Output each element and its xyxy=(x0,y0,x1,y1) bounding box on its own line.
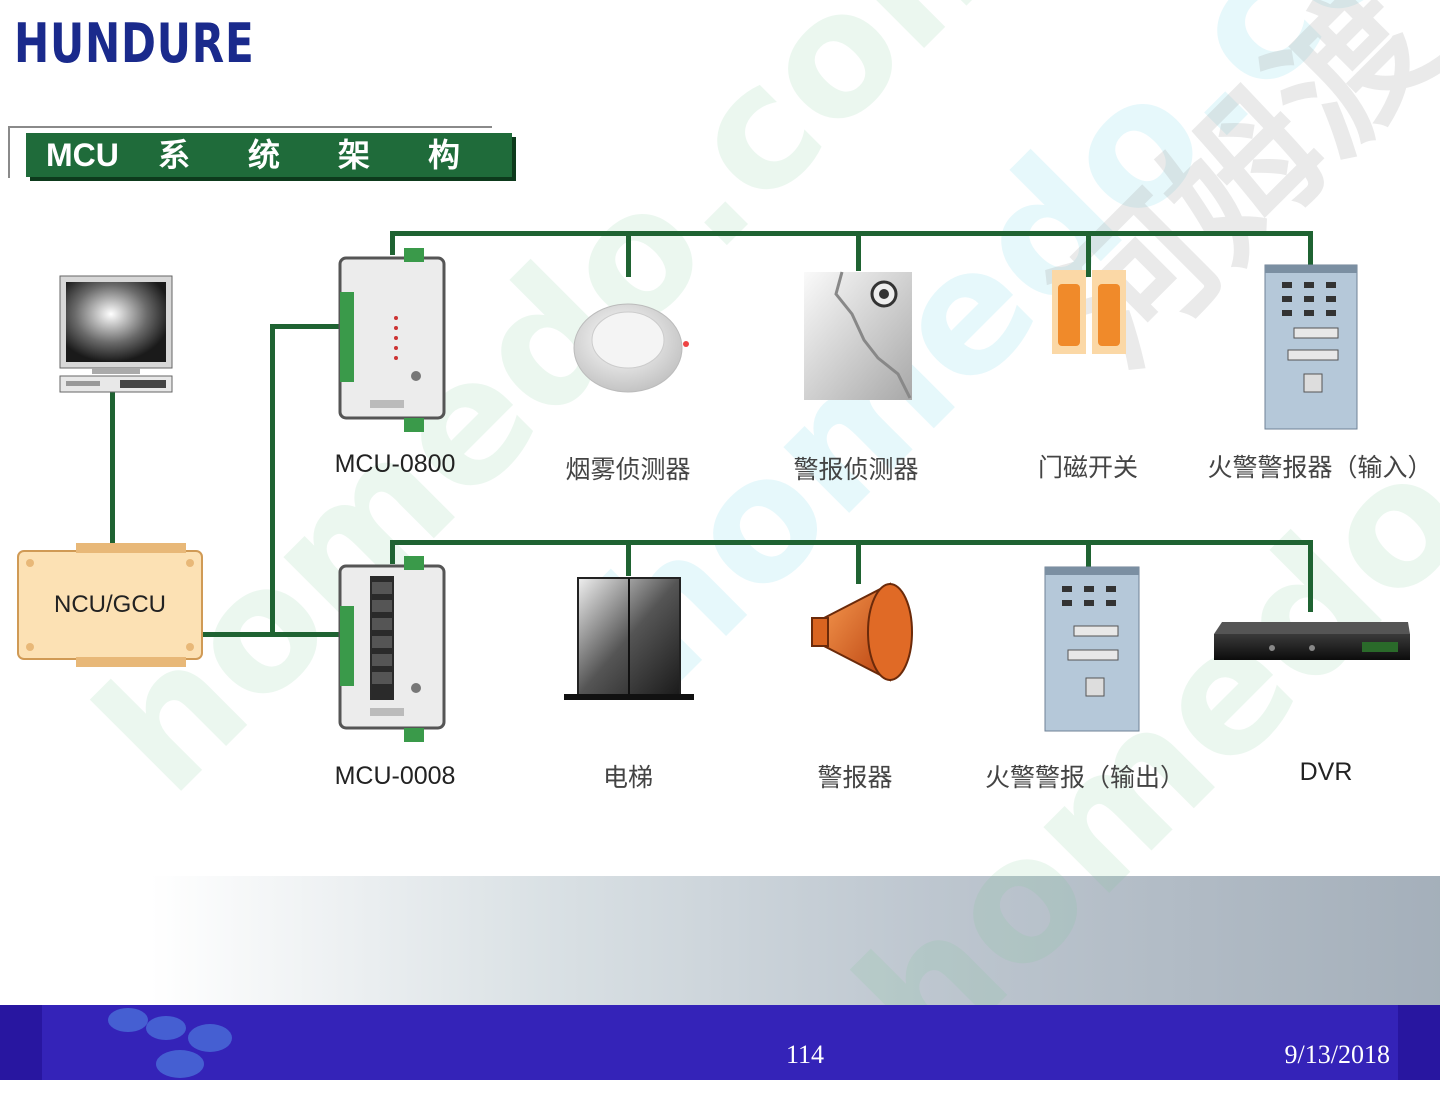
footer-bar xyxy=(0,1005,1440,1080)
door-magnetic-switch-icon xyxy=(1052,270,1126,354)
footer-flower-logo-icon xyxy=(108,1008,232,1078)
title-word: 统 xyxy=(248,137,281,173)
controller-label: NCU/GCU xyxy=(54,591,166,618)
ncu-gcu-controller: NCU/GCU xyxy=(16,543,204,667)
slide-date: 9/13/2018 xyxy=(1284,1040,1390,1069)
mcu-0800-label: MCU-0800 xyxy=(334,450,456,478)
device-label: 警报侦测器 xyxy=(793,455,919,484)
footer-city-background xyxy=(150,876,1440,1006)
mcu-0008-label: MCU-0008 xyxy=(334,762,456,790)
output-drop-wire xyxy=(1308,540,1313,612)
output-drop-wire xyxy=(856,540,861,584)
siren-horn-icon xyxy=(811,582,913,682)
device-label: 火警警报（输出） xyxy=(984,763,1185,792)
computer-monitor-icon xyxy=(59,275,173,393)
glass-break-detector-icon xyxy=(804,271,912,400)
output-drop-wire xyxy=(626,540,631,576)
input-bus-wire xyxy=(390,231,1312,236)
dvr-recorder-icon xyxy=(1214,622,1410,660)
mcu-0800-module-icon xyxy=(338,248,446,432)
device-label: 烟雾侦测器 xyxy=(565,455,691,484)
title-word: 构 xyxy=(428,137,461,173)
device-label: 警报器 xyxy=(817,763,893,792)
title-word: 架 xyxy=(338,137,371,173)
hundure-logo: HUNDURE xyxy=(14,12,255,75)
controller-board-icon xyxy=(17,543,203,667)
footer-edge xyxy=(0,1005,42,1080)
smoke-detector-icon xyxy=(573,303,689,393)
device-label: 门磁开关 xyxy=(1037,453,1138,482)
title-word: MCU xyxy=(46,137,119,173)
mcu-0008-module-icon xyxy=(338,556,446,742)
input-drop-wire xyxy=(390,231,395,255)
footer-edge xyxy=(1398,1005,1440,1080)
output-bus-wire xyxy=(390,540,1312,545)
fire-alarm-panel-icon xyxy=(1264,264,1358,430)
title-frame xyxy=(8,126,492,178)
fire-alarm-panel-icon xyxy=(1044,566,1140,732)
input-drop-wire xyxy=(626,231,631,277)
device-label: 火警警报器（输入） xyxy=(1207,453,1433,482)
bus-riser-wire xyxy=(270,324,275,636)
elevator-icon xyxy=(564,577,694,700)
watermark: homedo.com xyxy=(60,0,1069,831)
input-drop-wire xyxy=(1308,231,1313,265)
device-label: DVR xyxy=(1299,758,1353,786)
output-drop-wire xyxy=(1086,540,1091,568)
title-word: 系 xyxy=(158,137,191,173)
output-drop-wire xyxy=(390,540,395,564)
input-drop-wire xyxy=(1086,231,1091,277)
device-label: 电梯 xyxy=(602,763,653,792)
page-number: 114 xyxy=(785,1040,825,1069)
page-title: MCU 系 统 架 构 xyxy=(26,133,512,177)
input-drop-wire xyxy=(856,231,861,271)
computer-link-wire xyxy=(110,392,115,546)
mcu0800-link-wire xyxy=(270,324,340,329)
